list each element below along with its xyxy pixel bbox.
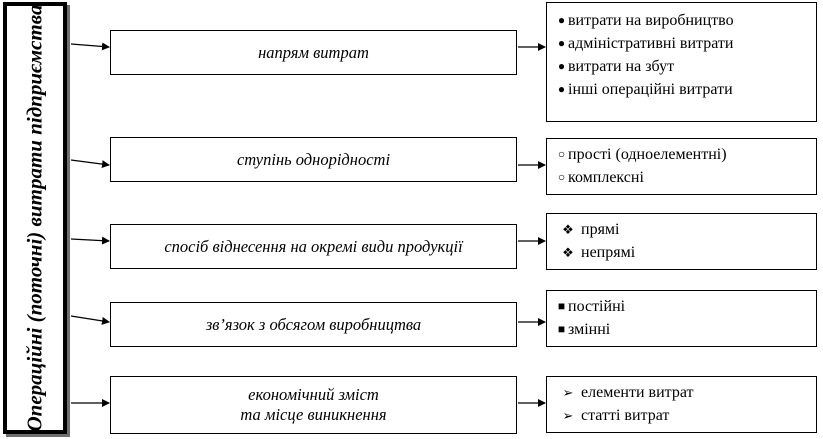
bullet-icon: ● xyxy=(557,36,566,50)
arrowhead-bullet-icon: ➢ xyxy=(562,408,574,423)
category-label-volume-relation: зв’язок з обсягом виробництва xyxy=(205,314,422,334)
category-box-allocation: спосіб віднесення на окремі види продукц… xyxy=(110,224,517,269)
square-bullet-icon: ■ xyxy=(557,322,566,336)
diamond-bullet-icon: ❖ xyxy=(562,245,574,260)
root-category-box: Операційні (поточні) витрати підприємств… xyxy=(3,2,67,434)
list-item: ➢статті витрат xyxy=(555,404,816,427)
list-box-direction: ●витрати на виробництво ●адміністративні… xyxy=(546,2,817,122)
list-item: ●витрати на збут xyxy=(555,55,816,78)
category-label-direction: напрям витрат xyxy=(258,42,369,62)
category-box-homogeneity: ступінь однорідності xyxy=(110,137,517,182)
list-item: ○прості (одноелементні) xyxy=(555,143,816,166)
bullet-icon: ● xyxy=(557,13,566,27)
diamond-bullet-icon: ❖ xyxy=(562,222,574,237)
arrowhead-bullet-icon: ➢ xyxy=(562,385,574,400)
bullet-icon: ● xyxy=(557,82,566,96)
list-item: ■змінні xyxy=(555,318,816,341)
arrow-root-to-group-1 xyxy=(70,42,110,51)
list-item: ❖непрямі xyxy=(555,241,816,264)
list-item: ●адміністративні витрати xyxy=(555,32,816,55)
list-item: ●витрати на виробництво xyxy=(555,9,816,32)
square-bullet-icon: ■ xyxy=(557,299,566,313)
list-box-allocation: ❖прямі ❖непрямі xyxy=(546,213,817,270)
root-category-label: Операційні (поточні) витрати підприємств… xyxy=(22,4,47,432)
list-item: ●інші операційні витрати xyxy=(555,78,816,101)
arrow-root-to-group-2 xyxy=(70,159,110,169)
category-box-economic-content: економічний зміст та місце виникнення xyxy=(110,376,517,434)
circle-bullet-icon: ○ xyxy=(557,147,566,161)
category-label-economic-content-line-1: економічний зміст xyxy=(248,385,379,404)
bullet-icon: ● xyxy=(557,59,566,73)
category-box-direction: напрям витрат xyxy=(110,30,517,75)
list-box-economic-content: ➢елементи витрат ➢статті витрат xyxy=(546,376,817,433)
list-box-volume-relation: ■постійні ■змінні xyxy=(546,290,817,347)
list-box-homogeneity: ○прості (одноелементні) ○комплексні xyxy=(546,138,817,195)
category-label-homogeneity: ступінь однорідності xyxy=(236,149,391,169)
list-item: ○комплексні xyxy=(555,166,816,189)
circle-bullet-icon: ○ xyxy=(557,170,566,184)
arrow-root-to-group-4 xyxy=(70,315,110,325)
category-box-volume-relation: зв’язок з обсягом виробництва xyxy=(110,302,517,347)
category-label-economic-content-line-2: та місце виникнення xyxy=(240,405,387,424)
arrow-root-to-group-3 xyxy=(70,236,110,245)
list-item: ➢елементи витрат xyxy=(555,381,816,404)
list-item: ❖прямі xyxy=(555,218,816,241)
list-item: ■постійні xyxy=(555,295,816,318)
category-label-allocation: спосіб віднесення на окремі види продукц… xyxy=(164,236,463,256)
